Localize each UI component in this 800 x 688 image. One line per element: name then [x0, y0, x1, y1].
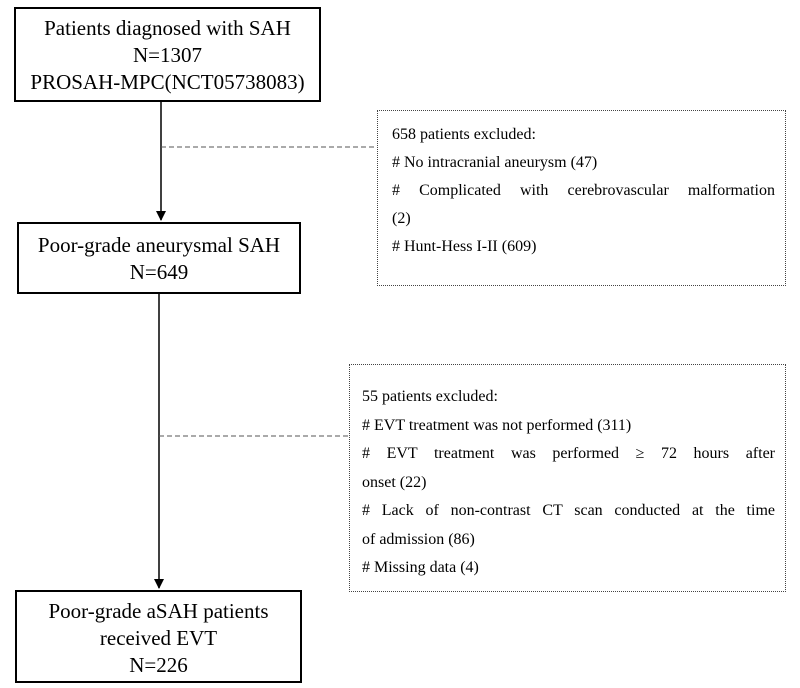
exclusion-box-1: 658 patients excluded: # No intracranial…	[377, 110, 786, 286]
exclusion-1-item: # No intracranial aneurysm (47)	[392, 154, 598, 171]
box3-title-line1: Poor-grade aSAH patients	[48, 599, 269, 623]
box1-title: Patients diagnosed with SAH	[44, 16, 291, 40]
exclusion-box-2: 55 patients excluded: # EVT treatment wa…	[349, 364, 786, 592]
box1-registry: PROSAH-MPC(NCT05738083)	[30, 70, 305, 94]
box-poor-grade-asah: Poor-grade aneurysmal SAH N=649	[17, 222, 301, 294]
exclusion-2-item: # Missing data (4)	[362, 559, 479, 576]
box-patients-diagnosed: Patients diagnosed with SAH N=1307 PROSA…	[14, 7, 321, 102]
exclusion-2-item: # EVT treatment was performed ≥ 72 hours…	[362, 445, 775, 462]
exclusion-1-item: # Hunt-Hess I-II (609)	[392, 238, 537, 255]
exclusion-2-item-cont: onset (22)	[362, 473, 427, 491]
exclusion-2-item: # Lack of non-contrast CT scan conducted…	[362, 502, 775, 519]
exclusion-1-item: # Complicated with cerebrovascular malfo…	[392, 182, 775, 199]
box3-count: N=226	[129, 653, 188, 677]
exclusion-1-header: 658 patients excluded:	[392, 126, 536, 143]
exclusion-2-header: 55 patients excluded:	[362, 388, 498, 405]
box-received-evt: Poor-grade aSAH patients received EVT N=…	[15, 590, 302, 683]
exclusion-2-item: # EVT treatment was not performed (311)	[362, 416, 632, 434]
box3-title-line2: received EVT	[99, 626, 218, 650]
box1-count: N=1307	[132, 43, 202, 67]
box2-title: Poor-grade aneurysmal SAH	[37, 233, 281, 257]
exclusion-2-item-cont: of admission (86)	[362, 530, 475, 548]
box2-count: N=649	[129, 260, 189, 284]
exclusion-1-item-cont: (2)	[392, 210, 411, 227]
